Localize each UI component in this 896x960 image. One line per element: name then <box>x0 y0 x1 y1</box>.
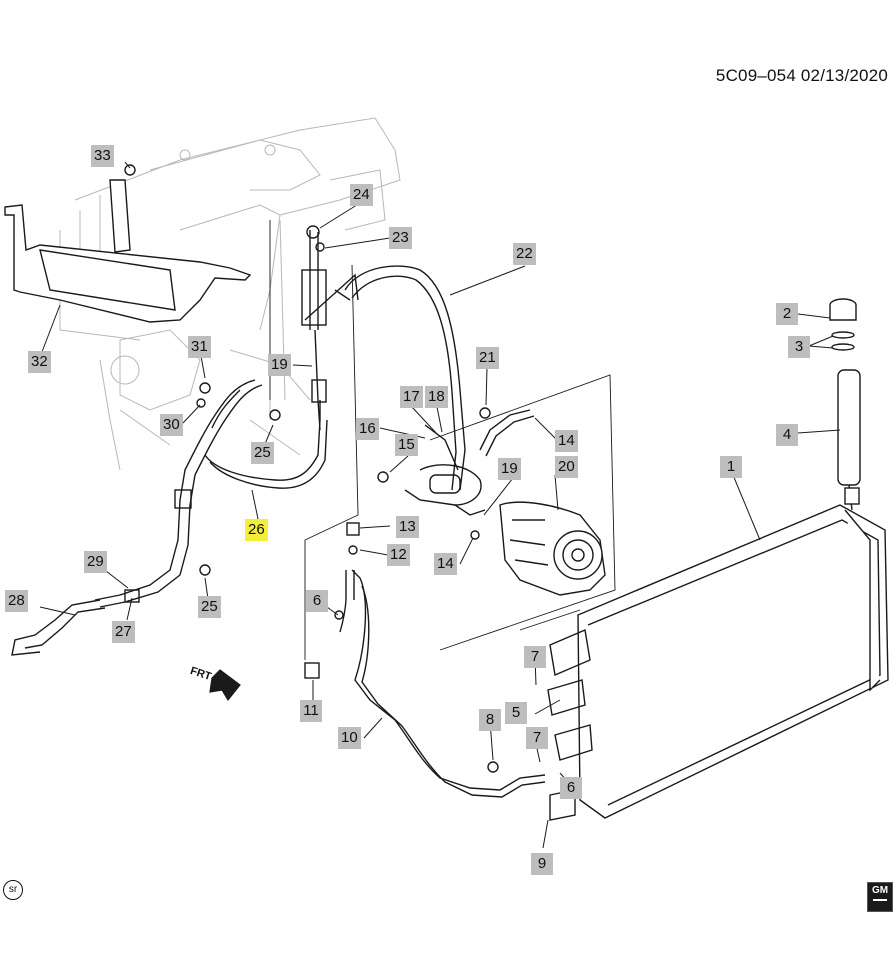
hose-22 <box>344 265 466 491</box>
gm-logo-bar <box>873 899 887 901</box>
callout-32[interactable]: 32 <box>28 351 51 373</box>
callout-8[interactable]: 8 <box>479 709 501 731</box>
compressor-20 <box>499 501 606 596</box>
callout-14[interactable]: 14 <box>434 553 457 575</box>
callout-30[interactable]: 30 <box>160 414 183 436</box>
callout-9[interactable]: 9 <box>531 853 553 875</box>
callout-26-highlighted[interactable]: 26 <box>245 519 268 541</box>
line-assembly <box>301 225 359 431</box>
callout-19[interactable]: 19 <box>268 354 291 376</box>
callout-6[interactable]: 6 <box>306 590 328 612</box>
frt-arrow <box>209 669 241 702</box>
drier-4 <box>829 298 861 511</box>
callout-3[interactable]: 3 <box>788 336 810 358</box>
callout-15[interactable]: 15 <box>395 434 418 456</box>
callout-22[interactable]: 22 <box>513 243 536 265</box>
leader-lines <box>39 161 841 849</box>
callout-24[interactable]: 24 <box>350 184 373 206</box>
callout-2[interactable]: 2 <box>776 303 798 325</box>
condenser-1 <box>547 504 889 821</box>
callout-1[interactable]: 1 <box>720 456 742 478</box>
callout-13[interactable]: 13 <box>396 516 419 538</box>
callout-19[interactable]: 19 <box>498 458 521 480</box>
callout-28[interactable]: 28 <box>5 590 28 612</box>
gm-logo: GM <box>867 882 893 912</box>
hose-26 <box>11 379 328 656</box>
line-10 <box>304 522 546 798</box>
callout-18[interactable]: 18 <box>425 386 448 408</box>
callout-7[interactable]: 7 <box>526 727 548 749</box>
callout-6[interactable]: 6 <box>560 777 582 799</box>
callout-25[interactable]: 25 <box>198 596 221 618</box>
callout-31[interactable]: 31 <box>188 336 211 358</box>
callout-20[interactable]: 20 <box>555 456 578 478</box>
callout-25[interactable]: 25 <box>251 442 274 464</box>
callout-16[interactable]: 16 <box>356 418 379 440</box>
callout-4[interactable]: 4 <box>776 424 798 446</box>
sr-mark: sr <box>3 880 23 900</box>
callout-12[interactable]: 12 <box>387 544 410 566</box>
callout-7[interactable]: 7 <box>524 646 546 668</box>
diagram-code: 5C09–054 02/13/2020 <box>715 66 888 85</box>
callout-17[interactable]: 17 <box>400 386 423 408</box>
callout-23[interactable]: 23 <box>389 227 412 249</box>
callout-11[interactable]: 11 <box>300 700 322 722</box>
callout-29[interactable]: 29 <box>84 551 107 573</box>
gm-logo-text: GM <box>871 885 889 896</box>
callout-21[interactable]: 21 <box>476 347 499 369</box>
callout-10[interactable]: 10 <box>338 727 361 749</box>
callout-14[interactable]: 14 <box>555 430 578 452</box>
callout-33[interactable]: 33 <box>91 145 114 167</box>
lines-14-18 <box>377 407 535 540</box>
callout-5[interactable]: 5 <box>505 702 527 724</box>
bracket-32 <box>4 164 252 323</box>
callout-27[interactable]: 27 <box>112 621 135 643</box>
